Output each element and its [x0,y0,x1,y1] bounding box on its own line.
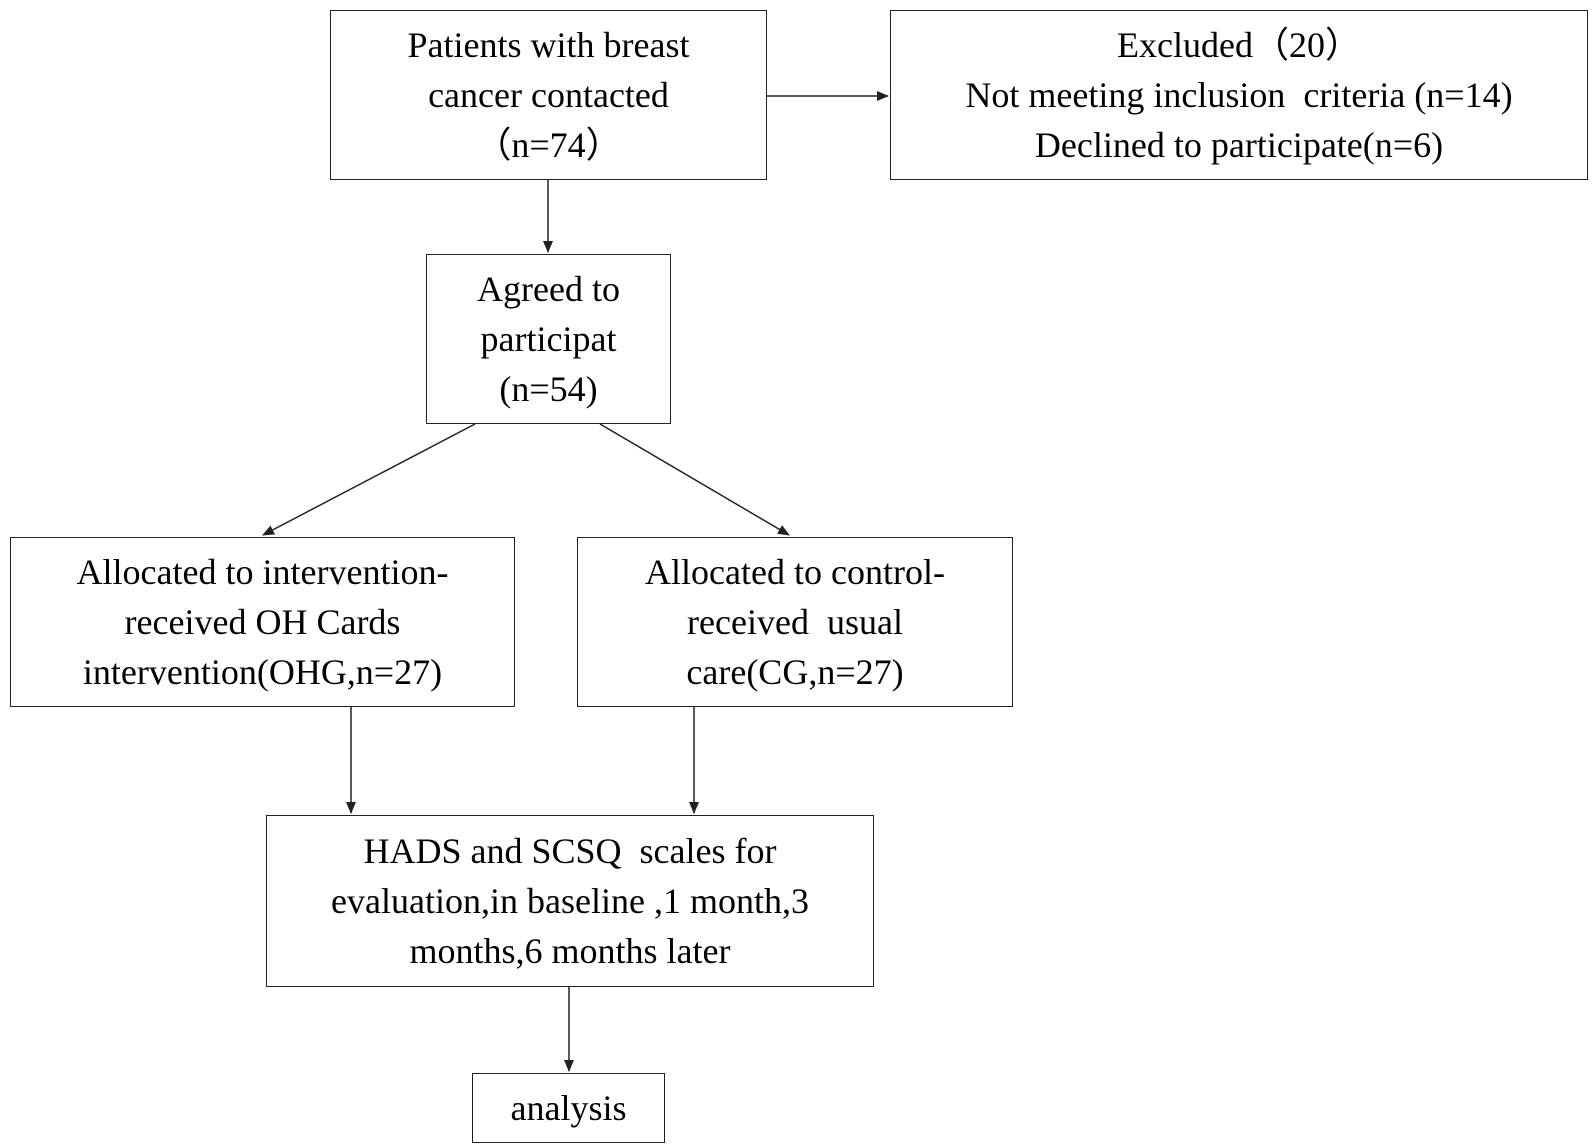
patients-contacted-line-2: cancer contacted [428,75,669,115]
agreed-to-participate-box: Agreed to participat (n=54) [426,254,671,424]
analysis-label: analysis [510,1088,627,1128]
control-line-2: received usual [687,602,903,642]
excluded-box: Excluded（20） Not meeting inclusion crite… [890,10,1588,180]
evaluation-line-2: evaluation,in baseline ,1 month,3 [331,881,809,921]
patients-contacted-line-3: （n=74） [475,125,622,165]
intervention-group-box: Allocated to intervention- received OH C… [10,537,515,707]
agreed-line-3: (n=54) [499,369,598,409]
arrow-agreed-to-intervention [262,423,476,536]
excluded-line-2: Not meeting inclusion criteria (n=14) [965,75,1513,115]
excluded-line-3: Declined to participate(n=6) [1034,125,1444,165]
evaluation-line-1: HADS and SCSQ scales for [363,831,777,871]
evaluation-scales-box: HADS and SCSQ scales for evaluation,in b… [266,815,874,987]
agreed-line-2: participat [480,319,617,359]
control-group-box: Allocated to control- received usual car… [577,537,1013,707]
patients-contacted-box: Patients with breast cancer contacted （n… [330,10,767,180]
intervention-line-2: received OH Cards [124,602,401,642]
arrow-agreed-to-control [599,423,790,536]
excluded-line-1: Excluded（20） [1117,25,1361,65]
agreed-line-1: Agreed to [477,269,620,309]
analysis-box: analysis [472,1073,665,1143]
control-line-1: Allocated to control- [645,552,945,592]
patients-contacted-line-1: Patients with breast [407,25,690,65]
intervention-line-3: intervention(OHG,n=27) [82,652,443,692]
intervention-line-1: Allocated to intervention- [76,552,449,592]
control-line-3: care(CG,n=27) [686,652,904,692]
evaluation-line-3: months,6 months later [409,931,731,971]
